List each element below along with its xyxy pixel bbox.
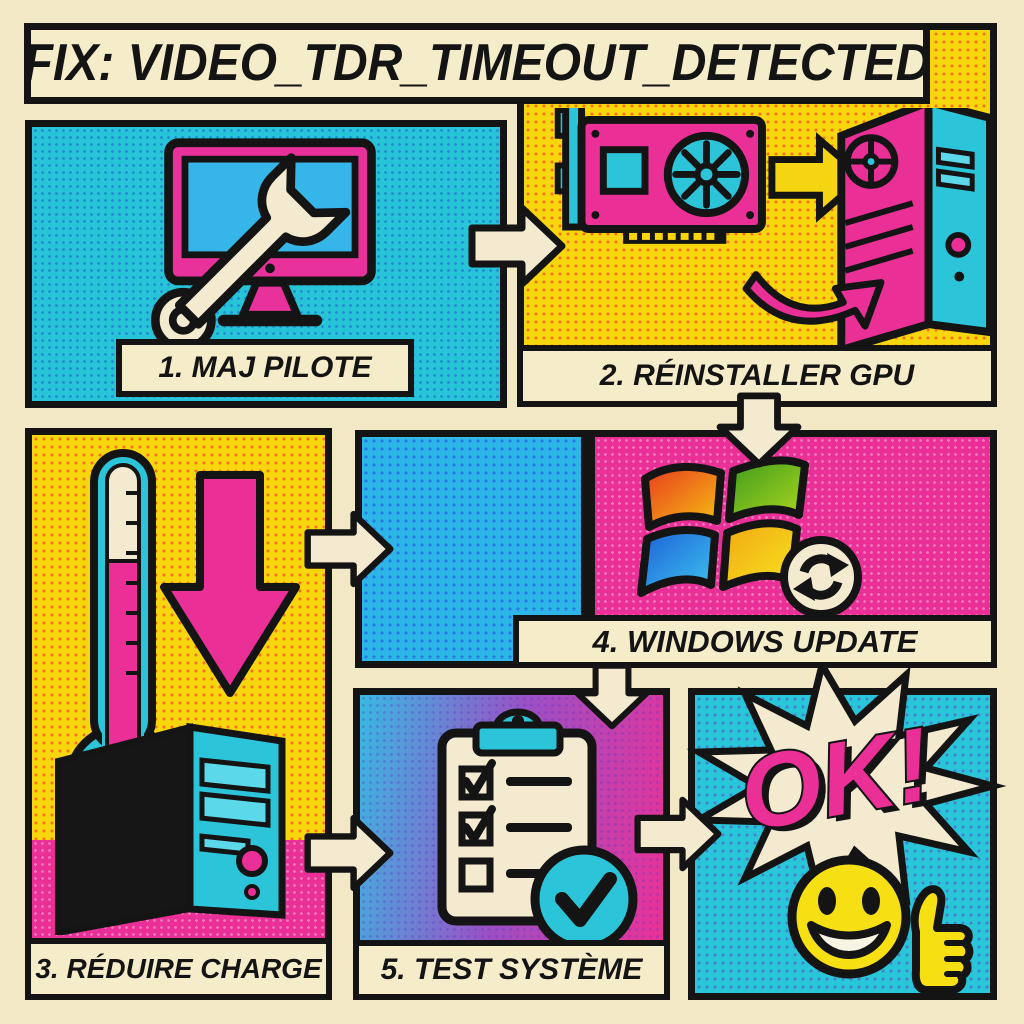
- title-banner: FIX: VIDEO_TDR_TIMEOUT_DETECTED: [24, 23, 930, 104]
- gpu-into-case-icon: [526, 108, 992, 348]
- panel-6-ok: OK! OK!: [686, 655, 1007, 1000]
- panel-1-label: 1. MAJ PILOTE: [116, 339, 414, 397]
- flow-arrow-p3-to-p5: [304, 812, 394, 894]
- flow-arrow-p5-to-p6: [634, 794, 722, 874]
- panel-4-windows-update: [588, 430, 997, 622]
- panel-4-label-text: 4. WINDOWS UPDATE: [592, 623, 918, 659]
- flow-arrow-p4-to-p5: [574, 660, 650, 732]
- panel-5-label-text: 5. TEST SYSTÈME: [380, 953, 643, 986]
- windows-logo-refresh-icon: [625, 443, 905, 623]
- panel-5-label: 5. TEST SYSTÈME: [353, 940, 670, 1000]
- flow-arrow-p2-to-p4: [712, 392, 806, 468]
- panel-3-reduire-charge: 3. RÉDUIRE CHARGE: [25, 428, 332, 1000]
- page-title: FIX: VIDEO_TDR_TIMEOUT_DETECTED: [23, 34, 931, 93]
- panel-2-label-text: 2. RÉINSTALLER GPU: [599, 359, 915, 392]
- panel-1-label-text: 1. MAJ PILOTE: [158, 351, 372, 384]
- panel-5-test-systeme: 5. TEST SYSTÈME: [353, 688, 670, 1000]
- panel-1-maj-pilote: 1. MAJ PILOTE: [25, 120, 507, 408]
- panel-4-label: 4. WINDOWS UPDATE: [513, 615, 997, 668]
- panel-3-label: 3. RÉDUIRE CHARGE: [25, 938, 332, 1000]
- monitor-wrench-icon: [120, 135, 420, 363]
- thermometer-cooldown-tower-icon: [32, 435, 325, 935]
- flow-arrow-p1-to-p2: [468, 202, 566, 290]
- panel-3-label-text: 3. RÉDUIRE CHARGE: [35, 953, 322, 984]
- ok-burst-smiley-thumbs-up-icon: OK! OK!: [686, 655, 1007, 1007]
- flow-arrow-p3-to-center: [304, 508, 394, 590]
- checklist-clipboard-icon: [360, 703, 663, 953]
